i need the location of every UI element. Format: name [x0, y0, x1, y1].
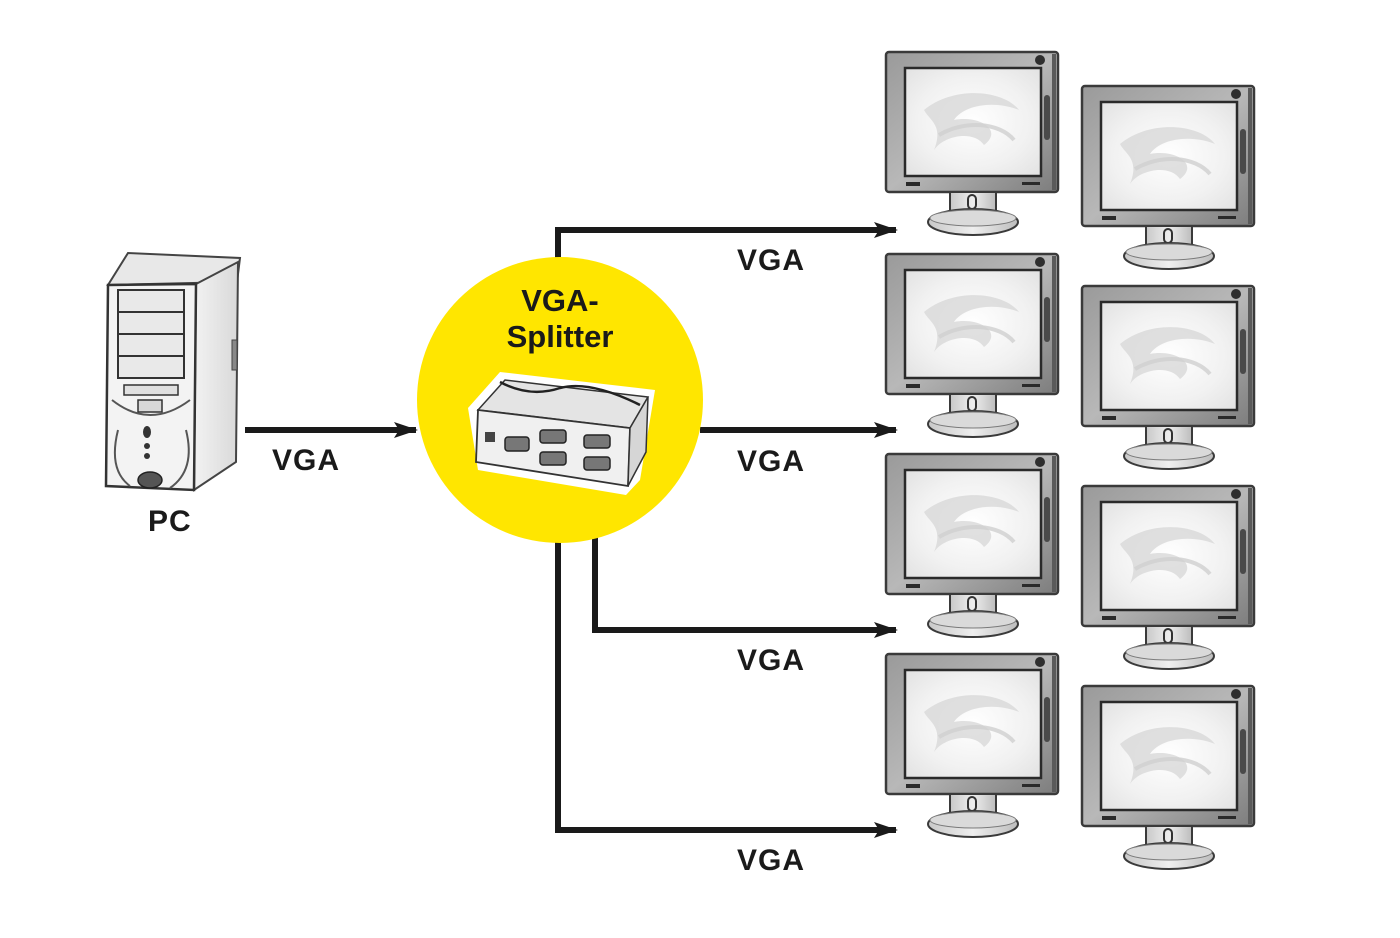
output-cable-4 [555, 530, 898, 838]
monitor-1 [884, 50, 1060, 237]
output-vga-label-3: VGA [737, 644, 806, 677]
monitor-3 [884, 252, 1060, 439]
vga-splitter-device-icon [468, 372, 655, 495]
monitor-8 [1080, 684, 1256, 871]
monitor-4 [1080, 284, 1256, 471]
output-vga-label-2: VGA [737, 445, 806, 478]
splitter-label-line2: Splitter [506, 319, 614, 354]
input-vga-label: VGA [272, 444, 341, 477]
monitor-2 [1080, 84, 1256, 271]
output-cable-3 [592, 530, 898, 638]
monitor-6 [1080, 484, 1256, 671]
splitter-label-line1: VGA- [521, 283, 599, 318]
pc-label: PC [148, 505, 192, 538]
output-vga-label-1: VGA [737, 244, 806, 277]
output-vga-label-4: VGA [737, 844, 806, 877]
monitor-5 [884, 452, 1060, 639]
monitor-7 [884, 652, 1060, 839]
splitter-label: VGA- Splitter [440, 283, 680, 355]
pc-tower-icon [104, 251, 242, 492]
